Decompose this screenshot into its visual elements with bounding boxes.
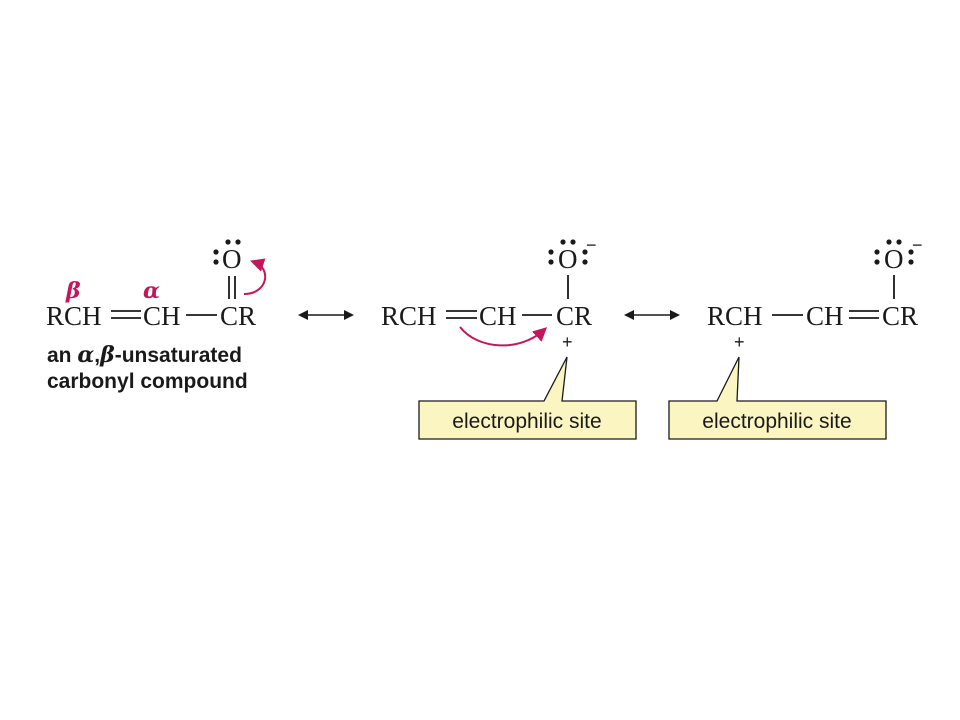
alpha-label: α: [143, 278, 160, 304]
rch-group: RCH: [381, 301, 437, 331]
cr-group: CR: [882, 301, 918, 331]
svg-text:an α,β-unsaturated: an α,β-unsaturated: [47, 342, 242, 368]
callout-label: electrophilic site: [702, 410, 851, 433]
oxygen-atom: O: [884, 244, 904, 274]
beta-label: β: [65, 278, 81, 304]
caption-suffix: -unsaturated: [115, 344, 242, 367]
curved-arrow-pi-to-bond: [459, 326, 548, 347]
cr-group: CR: [220, 301, 256, 331]
double-bond-c-o: [228, 276, 236, 299]
structure-3: RCH CH CR O − +: [707, 235, 923, 352]
resonance-arrow-2: [624, 310, 680, 320]
lone-pair-dots: [213, 239, 241, 265]
callout-label: electrophilic site: [452, 410, 601, 433]
caption-line-2: carbonyl compound: [47, 370, 248, 393]
curved-arrow-pi-to-oxygen: [243, 258, 267, 295]
ch-group: CH: [479, 301, 517, 331]
oxygen-atom: O: [558, 244, 578, 274]
negative-charge: −: [912, 235, 923, 255]
caption-comma: ,: [94, 344, 100, 367]
lone-pair-dots: [874, 239, 914, 265]
double-bond-c-c: [446, 310, 477, 319]
resonance-arrow-1: [298, 310, 354, 320]
positive-charge: +: [734, 332, 745, 352]
cr-group: CR: [556, 301, 592, 331]
compound-caption: an α,β-unsaturated carbonyl compound: [47, 342, 248, 393]
rch-group: RCH: [46, 301, 102, 331]
caption-prefix: an: [47, 344, 77, 367]
rch-group: RCH: [707, 301, 763, 331]
caption-alpha: α: [77, 342, 94, 368]
structure-1: β α RCH CH CR O: [46, 239, 267, 331]
caption-beta: β: [99, 342, 115, 368]
ch-group: CH: [143, 301, 181, 331]
callout-electrophilic-site-1: electrophilic site: [418, 356, 637, 440]
positive-charge: +: [562, 332, 573, 352]
double-bond-c-c: [111, 310, 141, 319]
lone-pair-dots: [548, 239, 588, 265]
negative-charge: −: [586, 235, 597, 255]
callout-electrophilic-site-2: electrophilic site: [668, 356, 887, 440]
oxygen-atom: O: [222, 244, 242, 274]
structure-2: RCH CH CR O − +: [381, 235, 597, 352]
ch-group: CH: [806, 301, 844, 331]
double-bond-c-c: [849, 310, 879, 319]
